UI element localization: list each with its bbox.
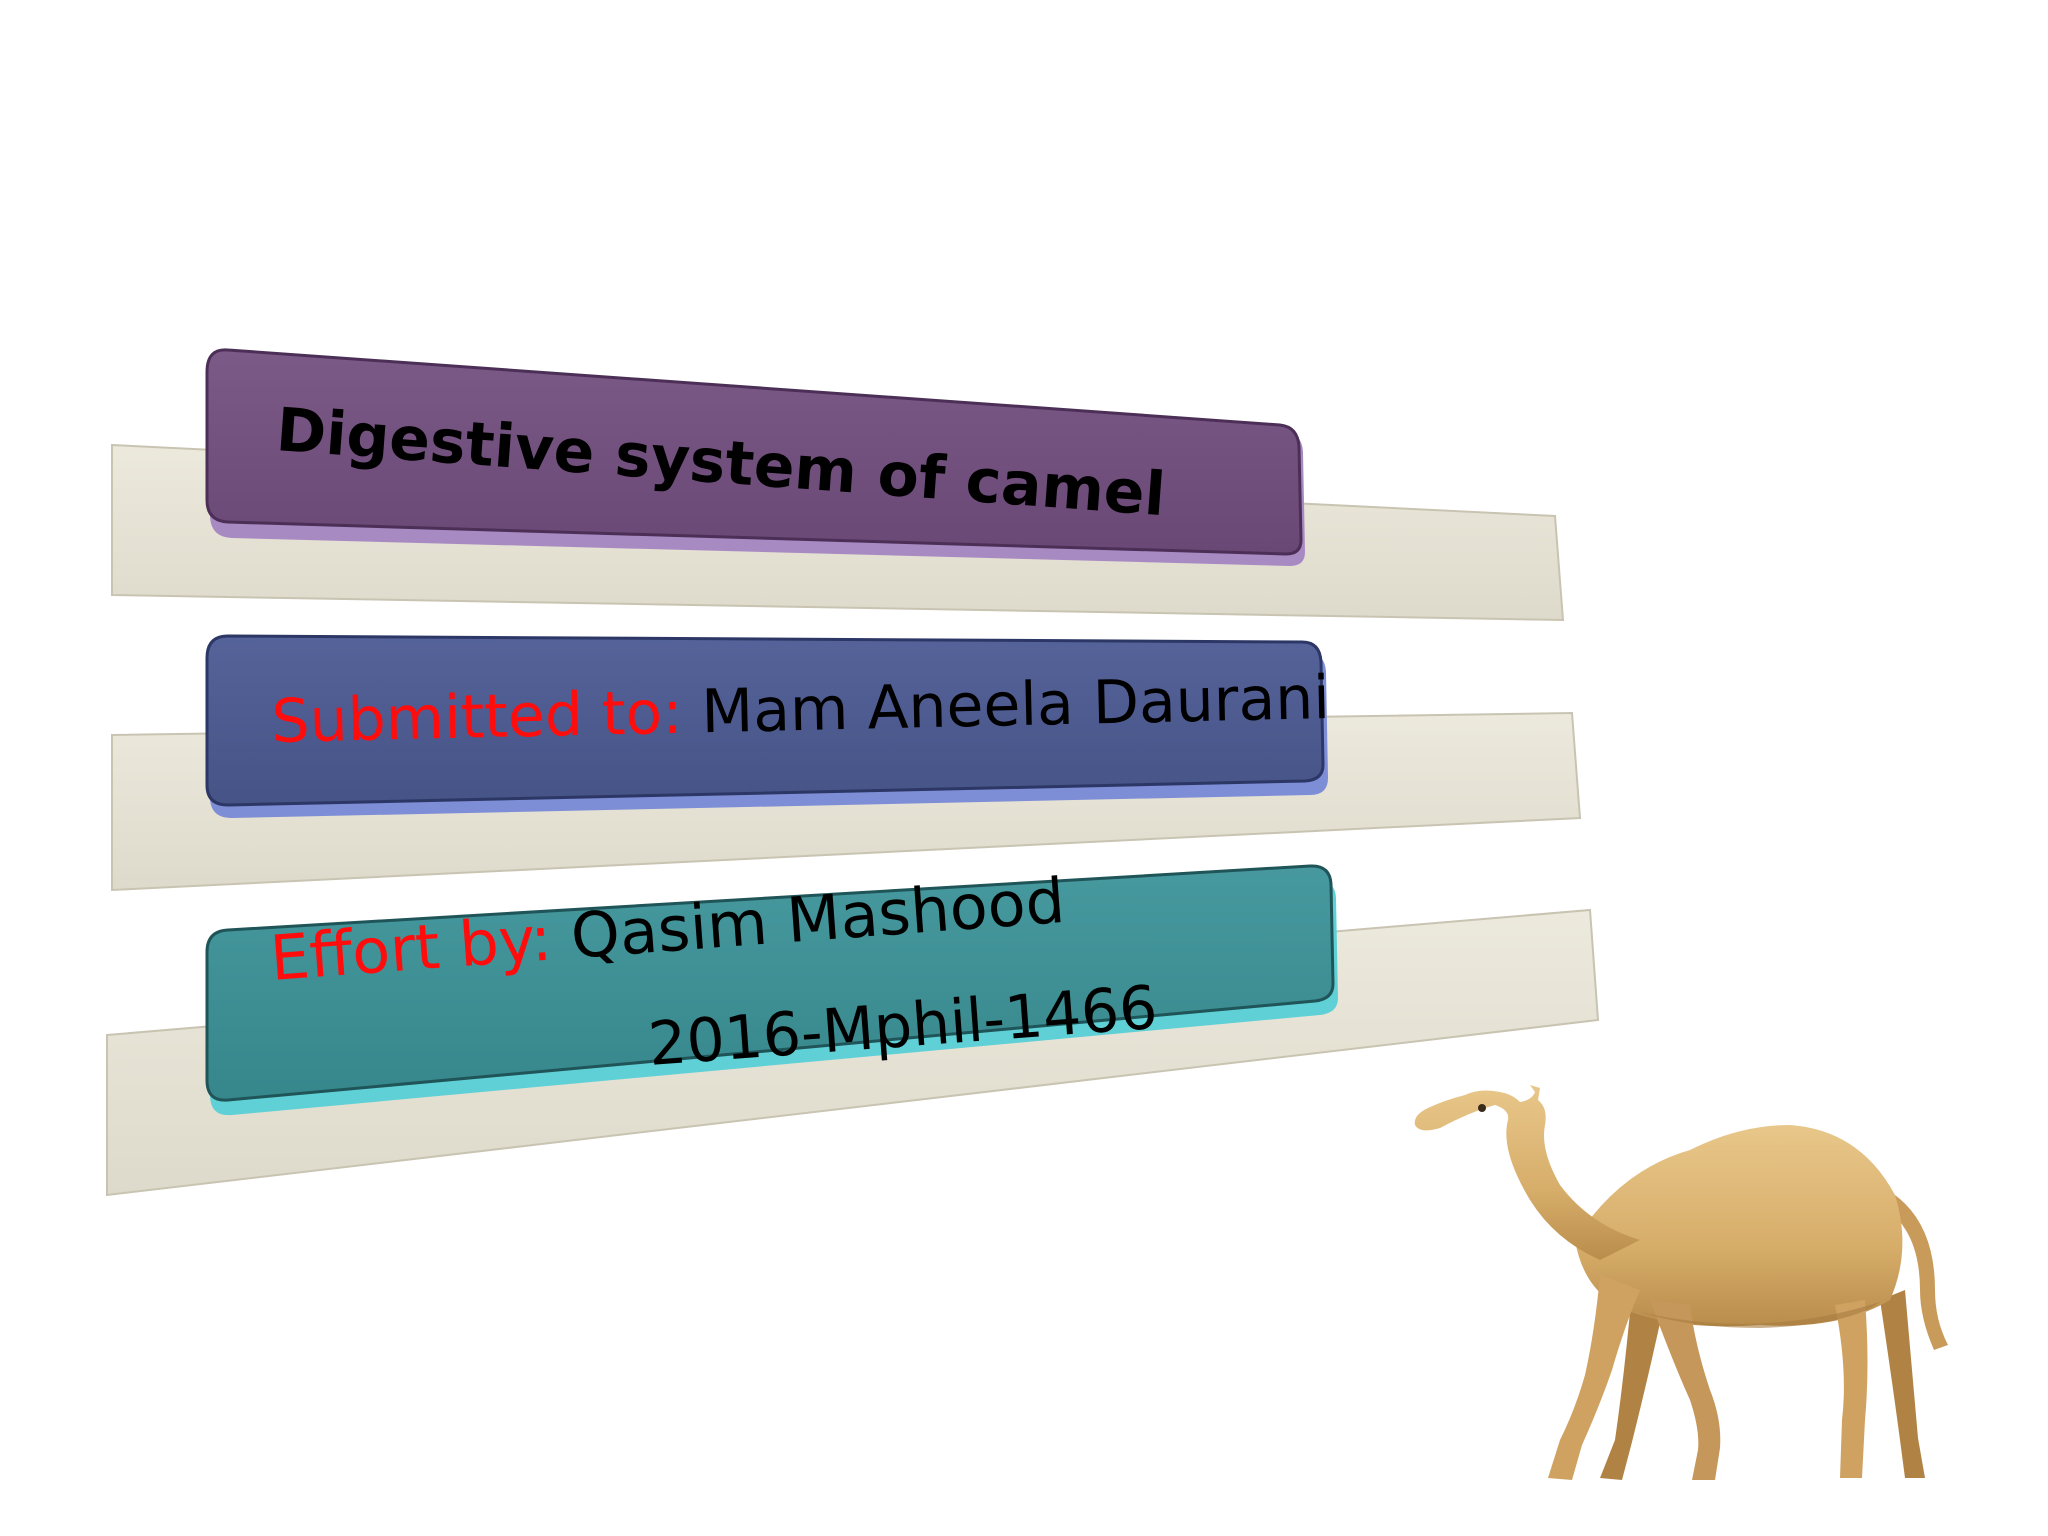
- title-bar: Digestive system of camel: [205, 348, 1305, 566]
- submitted-label: Submitted to:: [271, 678, 683, 757]
- camel-image: [1414, 1085, 1948, 1480]
- effort-bar: Effort by: Qasim Mashood 2016-Mphil-1466: [205, 864, 1338, 1116]
- submitted-bar: Submitted to: Mam Aneela Daurani: [205, 634, 1331, 818]
- submitted-name: Mam Aneela Daurani: [701, 663, 1331, 747]
- submitted-line: Submitted to: Mam Aneela Daurani: [271, 663, 1331, 757]
